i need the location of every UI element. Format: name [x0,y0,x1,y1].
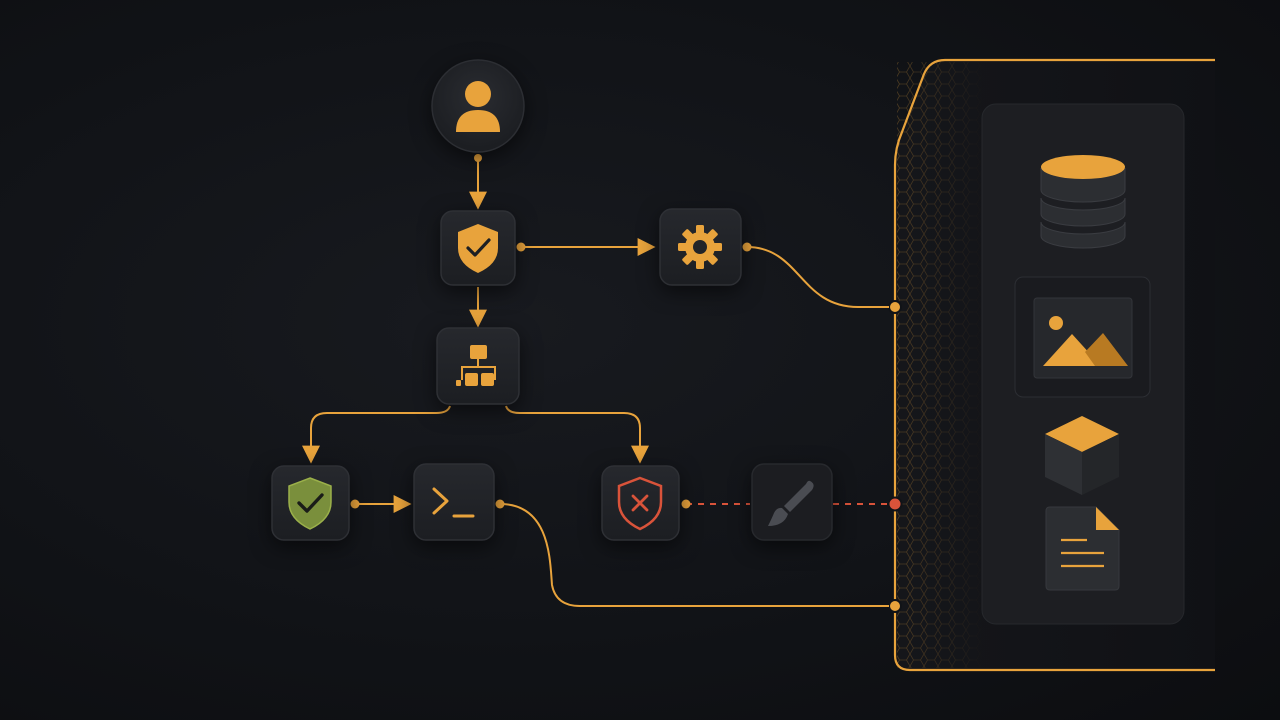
node-settings[interactable] [659,208,742,286]
image-icon[interactable] [1014,276,1151,398]
edge-hierarchy-to-denied [505,405,649,464]
edge-terminal-to-resources [499,503,889,607]
edges [302,160,889,607]
database-icon[interactable] [1040,155,1126,249]
shield-check-icon [458,224,498,273]
document-icon[interactable] [1045,506,1120,591]
edge-dots [350,154,752,509]
sitemap-icon [456,345,496,386]
panel-port-terminal [888,599,902,613]
edge-hierarchy-to-allowed [302,405,451,464]
node-terminal[interactable] [413,463,495,541]
hex-texture [897,62,985,668]
panel-port-denied [887,496,903,512]
node-user[interactable] [431,59,525,153]
node-shield-allowed[interactable] [271,465,350,541]
user-icon [456,81,500,132]
edge-settings-to-resources [746,246,889,308]
gear-icon [678,225,722,269]
node-shield-denied[interactable] [601,465,680,541]
terminal-icon [432,487,475,518]
brush-icon [768,480,814,526]
node-shield-check[interactable] [440,210,516,286]
node-brush[interactable] [751,463,833,541]
node-hierarchy[interactable] [436,327,520,405]
shield-x-icon [617,476,663,531]
resources-panel [887,58,1215,672]
shield-check-icon [288,477,332,530]
panel-port-settings [888,300,902,314]
cube-icon[interactable] [1045,416,1119,495]
